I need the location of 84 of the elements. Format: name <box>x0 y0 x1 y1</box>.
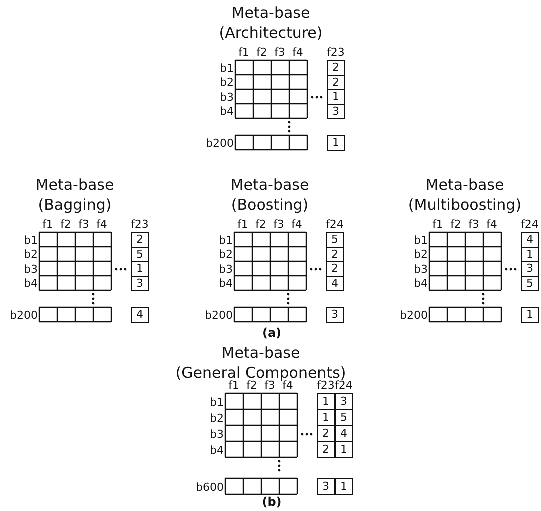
row-label: b1 <box>413 234 428 247</box>
subfigure-label: (b) <box>261 495 283 510</box>
row-label: b200 <box>9 308 38 322</box>
row-label: b2 <box>218 248 233 262</box>
row-label: b2 <box>219 76 234 90</box>
column-header: f2 <box>256 46 268 59</box>
row-label: b200 <box>399 308 428 322</box>
column-header: f23 <box>131 218 149 231</box>
panel-title: Meta-base (General Components) <box>174 343 346 382</box>
column-header: f4 <box>282 379 294 392</box>
table-cell: 3 <box>335 393 353 410</box>
row-label: b1 <box>219 62 234 75</box>
column-header: f4 <box>96 218 108 231</box>
column-header: f2 <box>60 218 72 231</box>
column-header: f3 <box>78 218 90 231</box>
table-cell: 4 <box>521 232 539 248</box>
row-label: b1 <box>218 234 233 247</box>
table-cell: 5 <box>521 276 539 291</box>
column-header: f2 <box>450 218 462 231</box>
table-cell: 3 <box>131 276 149 291</box>
table-cell: 2 <box>327 60 345 76</box>
table-cell: 1 <box>317 393 335 410</box>
table-cell: 3 <box>317 478 335 495</box>
table-cell: 5 <box>335 409 353 426</box>
column-header: f4 <box>292 46 304 59</box>
panel-title: Meta-base (Boosting) <box>230 175 310 215</box>
row-label: b3 <box>219 90 234 104</box>
column-header: f24 <box>326 218 344 231</box>
table-cell: 2 <box>317 425 335 442</box>
row-label: b600 <box>195 480 224 494</box>
column-header: f2 <box>254 218 268 231</box>
table-cell: 2 <box>326 261 344 276</box>
panel-title: Meta-base (Architecture) <box>218 3 324 43</box>
row-label: b3 <box>218 262 233 276</box>
column-header: f23 <box>327 46 345 59</box>
table-cell: 1 <box>327 135 345 150</box>
row-label: b2 <box>209 412 224 424</box>
table-cell: 3 <box>521 261 539 276</box>
table-cell: 3 <box>327 104 345 119</box>
table-cell: 1 <box>335 478 353 495</box>
row-label: b3 <box>23 262 38 276</box>
panel-title: Meta-base (Multiboosting) <box>407 175 523 215</box>
column-header: f1 <box>42 218 54 231</box>
column-header: f3 <box>468 218 480 231</box>
column-header: f2 <box>246 379 258 392</box>
table-cell: 1 <box>327 89 345 104</box>
row-label: b2 <box>413 248 428 262</box>
row-label: b4 <box>218 277 233 290</box>
row-label: b4 <box>413 277 428 290</box>
column-header: f1 <box>236 218 250 231</box>
row-label: b1 <box>23 234 38 247</box>
row-label: b3 <box>413 262 428 276</box>
table-cell: 1 <box>131 261 149 276</box>
subfigure-label: (a) <box>261 326 283 341</box>
table-cell: 3 <box>326 307 344 322</box>
table-cell: 1 <box>317 409 335 426</box>
table-cell: 5 <box>326 232 344 248</box>
column-header: f1 <box>432 218 444 231</box>
table-cell: 4 <box>131 307 149 322</box>
row-label: b3 <box>209 428 224 440</box>
row-label: b4 <box>209 444 224 456</box>
panel-title: Meta-base (Bagging) <box>34 175 116 215</box>
column-header: f3 <box>274 46 286 59</box>
column-header: f3 <box>272 218 286 231</box>
table-cell: 4 <box>335 425 353 442</box>
column-header: f1 <box>228 379 240 392</box>
row-label: b200 <box>204 308 233 322</box>
table-cell: 2 <box>317 441 335 458</box>
row-label: b4 <box>23 277 38 290</box>
row-label: b2 <box>23 248 38 262</box>
table-cell: 4 <box>326 276 344 291</box>
column-header: f24 <box>335 379 353 392</box>
row-label: b1 <box>209 396 224 408</box>
column-header: f4 <box>486 218 498 231</box>
column-header: f3 <box>264 379 276 392</box>
table-cell: 2 <box>131 232 149 248</box>
row-label: b4 <box>219 105 234 118</box>
row-label: b200 <box>205 136 234 150</box>
column-header: f24 <box>521 218 539 231</box>
column-header: f1 <box>238 46 250 59</box>
column-header: f23 <box>317 379 335 392</box>
table-cell: 1 <box>335 441 353 458</box>
column-header: f4 <box>290 218 304 231</box>
table-cell: 1 <box>521 307 539 322</box>
